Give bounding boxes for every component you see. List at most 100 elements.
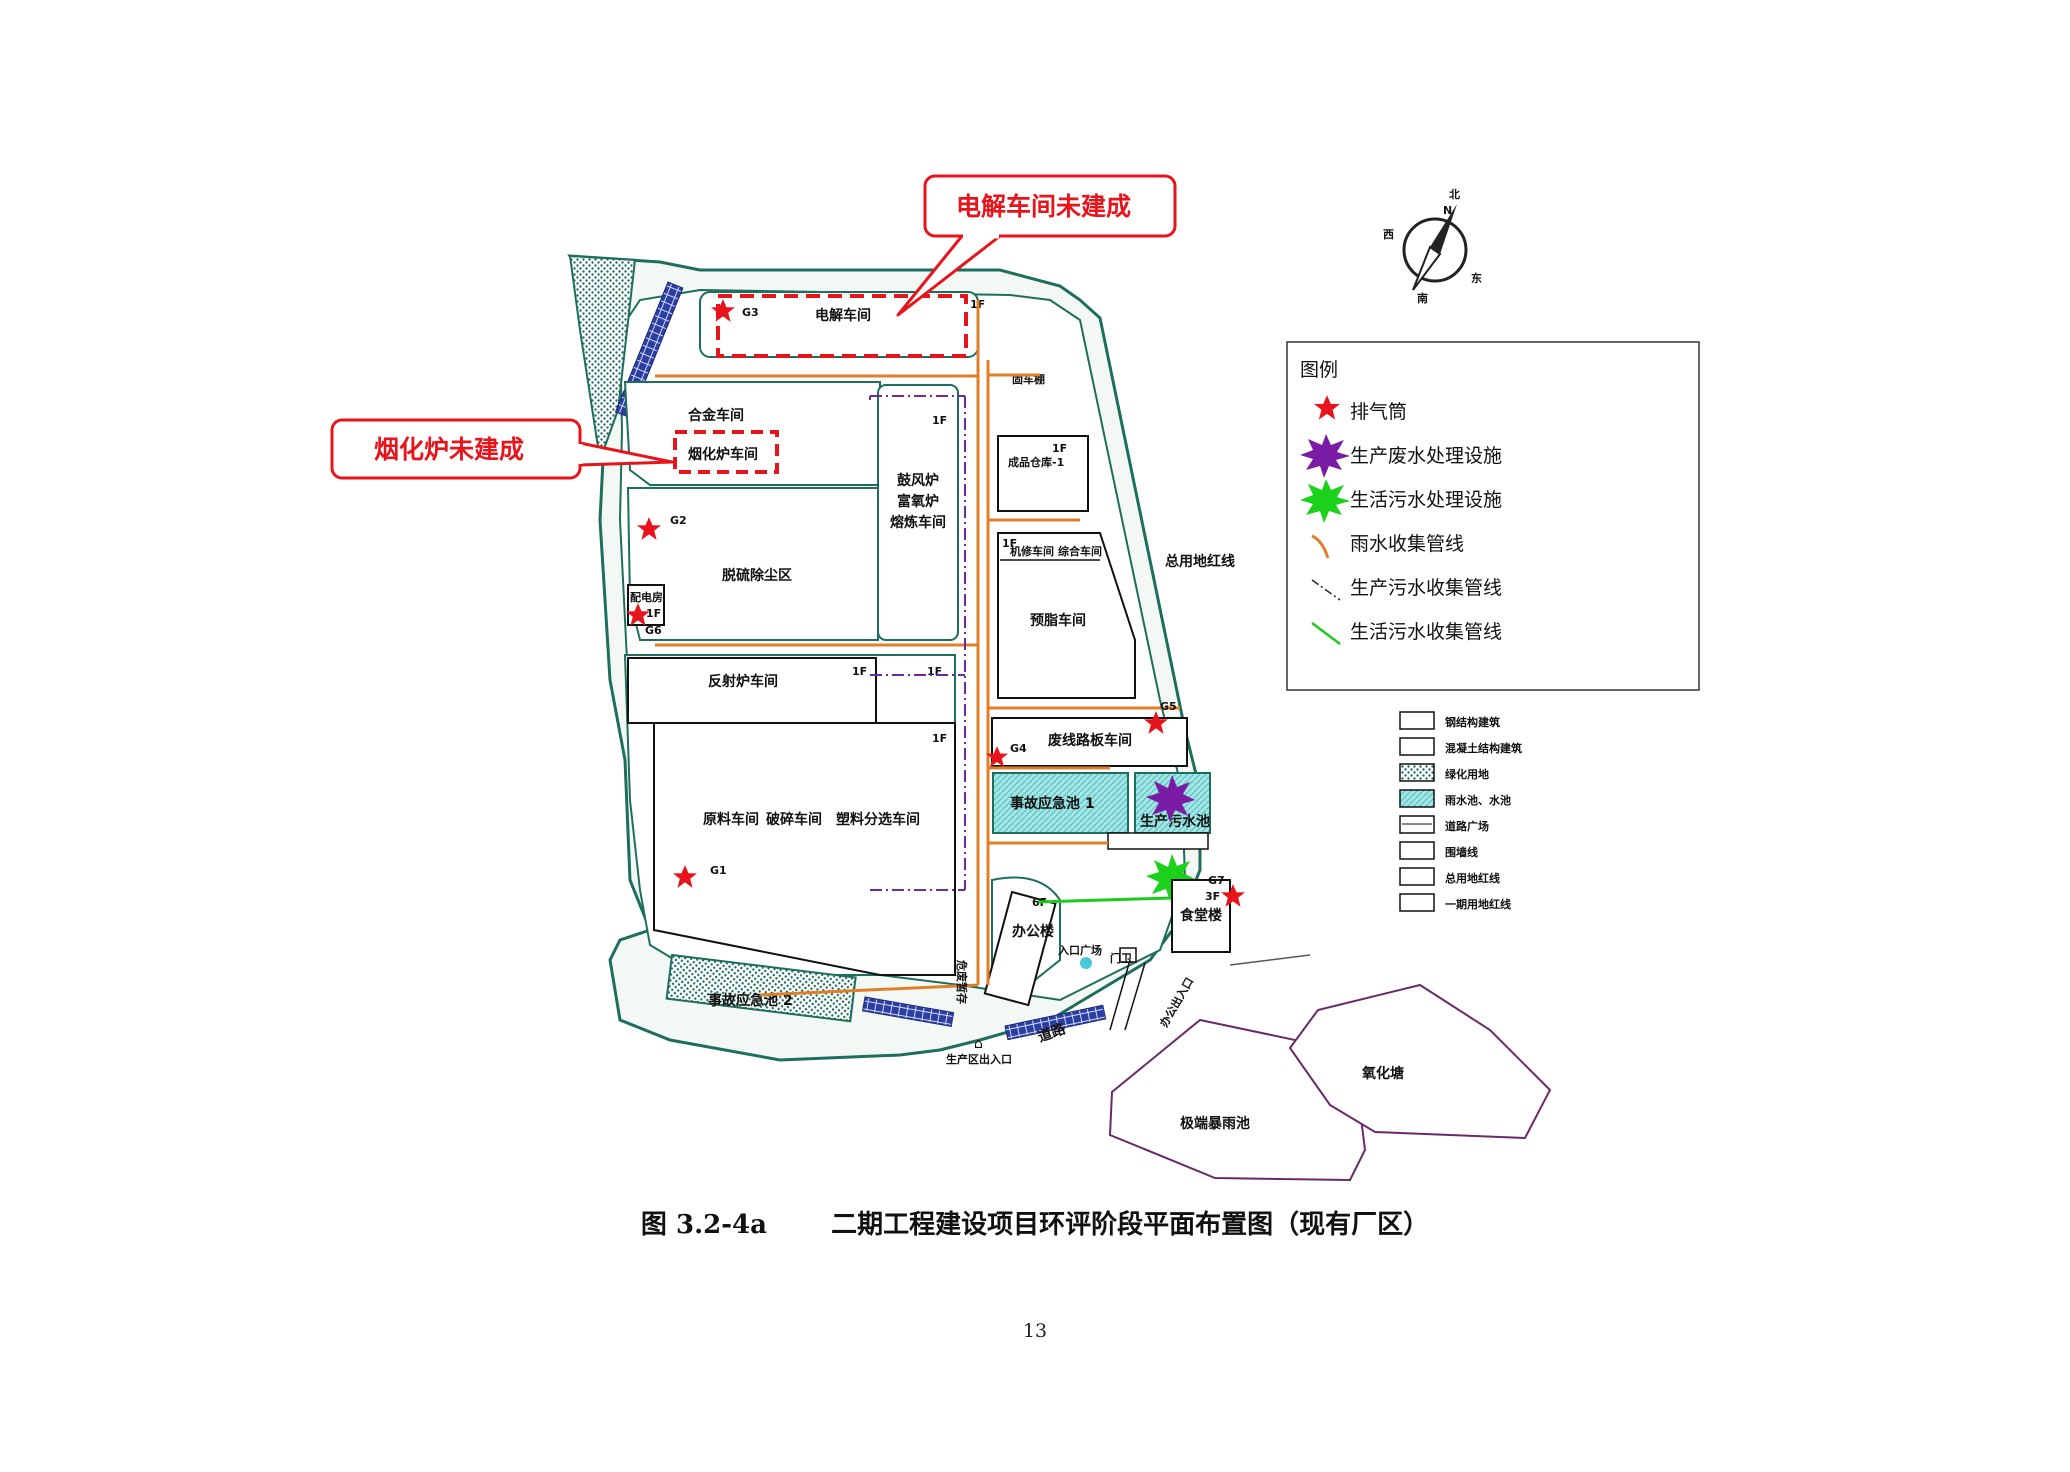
compass-south: 南 bbox=[1417, 291, 1428, 305]
fuming-label: 烟化炉车间 bbox=[688, 446, 758, 463]
key-label: 雨水池、水池 bbox=[1445, 793, 1511, 807]
compass-north: 北 bbox=[1449, 187, 1460, 201]
smelting-building bbox=[877, 384, 959, 641]
electrolysis-dashed-box bbox=[716, 294, 968, 358]
pretreat-building bbox=[997, 532, 1136, 699]
scrap-label: 废线路板车间 bbox=[1048, 732, 1132, 749]
stack-label: G1 bbox=[710, 864, 727, 877]
wastewater-facility-icon bbox=[1146, 775, 1195, 822]
legend: 图例 排气筒 生产废水处理设施 生活污水处理设施 雨水收集管线 生产污水收集管线… bbox=[1286, 341, 1700, 691]
dust-label: 脱硫除尘区 bbox=[722, 567, 792, 584]
callout-fuming: 烟化炉未建成 bbox=[330, 418, 674, 480]
legend-title: 图例 bbox=[1300, 359, 1338, 381]
solar-panel bbox=[1004, 1004, 1107, 1041]
blast-label-2: 富氧炉 bbox=[897, 493, 939, 510]
key-swatch bbox=[1399, 789, 1435, 808]
prod-entrance-marker: ⌂ bbox=[974, 1036, 983, 1052]
key-label: 绿化用地 bbox=[1445, 767, 1489, 781]
solar-panel bbox=[861, 996, 955, 1027]
emergency2-label: 事故应急池 2 bbox=[708, 992, 793, 1009]
floor-tag: 1F bbox=[932, 414, 947, 427]
raw-inner bbox=[653, 722, 956, 976]
green-strip bbox=[568, 254, 637, 461]
legend-item: 生产污水收集管线 bbox=[1350, 577, 1502, 599]
stack-label: G4 bbox=[1010, 742, 1027, 755]
pretreat-a-label: 机修车间 bbox=[1010, 544, 1054, 558]
emergency-pool-1 bbox=[992, 772, 1129, 834]
floor-tag: 1F bbox=[646, 607, 661, 620]
key-label: 道路广场 bbox=[1445, 819, 1489, 833]
floor-tag: 1F bbox=[1052, 442, 1067, 455]
callout-box bbox=[923, 174, 1177, 238]
oxidation-pond bbox=[1288, 983, 1552, 1140]
hazard-label: 危废暂存 bbox=[955, 959, 969, 1004]
key-swatch bbox=[1399, 893, 1435, 912]
raw-label: 原料车间 bbox=[703, 811, 759, 828]
key-swatch bbox=[1399, 763, 1435, 782]
figure-caption: 图 3.2-4a 二期工程建设项目环评阶段平面布置图（现有厂区） bbox=[0, 1204, 2070, 1241]
stack-label: G5 bbox=[1160, 700, 1177, 713]
key-label: 钢结构建筑 bbox=[1445, 715, 1500, 729]
key-swatch bbox=[1399, 737, 1435, 756]
floor-tag: 1F bbox=[852, 665, 867, 678]
plastic-label: 塑料分选车间 bbox=[836, 811, 920, 828]
access-road bbox=[1229, 954, 1311, 966]
reverb-label: 反射炉车间 bbox=[708, 673, 778, 690]
crush-label: 破碎车间 bbox=[766, 811, 822, 828]
legend-item: 生产废水处理设施 bbox=[1350, 445, 1502, 467]
emergency1-label: 事故应急池 1 bbox=[1010, 795, 1095, 812]
callout-text: 烟化炉未建成 bbox=[374, 435, 524, 464]
domestic-sewage-line bbox=[1037, 896, 1171, 904]
key-label: 总用地红线 bbox=[1445, 871, 1500, 885]
dust-zone bbox=[626, 487, 879, 641]
legend-box bbox=[1286, 341, 1700, 691]
page-number: 13 bbox=[1022, 1320, 1048, 1342]
stack-label: G7 bbox=[1208, 874, 1225, 887]
compass-n: N bbox=[1443, 204, 1452, 217]
blast-label-3: 熔炼车间 bbox=[890, 514, 946, 531]
legend-rain-icon bbox=[1311, 534, 1330, 559]
guard-house bbox=[1119, 947, 1137, 963]
building-key: 钢结构建筑 混凝土结构建筑 绿化用地 雨水池、水池 道路广场 围墙线 总用地红线… bbox=[1399, 711, 1522, 912]
redline-label: 总用地红线 bbox=[1165, 553, 1235, 570]
road-strip bbox=[1107, 832, 1209, 850]
caption-number: 图 3.2-4a bbox=[640, 1210, 767, 1240]
pretreat-label: 预脂车间 bbox=[1030, 612, 1086, 629]
sewage-label: 生产污水池 bbox=[1140, 813, 1210, 830]
floor-tag: 1F bbox=[1002, 537, 1017, 550]
electrolysis-building bbox=[699, 291, 979, 358]
stack-label: G3 bbox=[742, 306, 759, 319]
compass-needle-icon bbox=[1430, 204, 1457, 254]
canteen-building bbox=[1171, 879, 1231, 953]
entrance-road bbox=[1109, 959, 1146, 1031]
floor-tag: 1F bbox=[932, 732, 947, 745]
warehouse-label: 成品仓库-1 bbox=[1008, 455, 1064, 469]
canteen-label: 食堂楼 bbox=[1180, 907, 1222, 924]
prod-entrance-label: 生产区出入口 bbox=[946, 1052, 1012, 1066]
office-building bbox=[983, 890, 1057, 1007]
stack-label: G2 bbox=[670, 514, 687, 527]
power-label: 配电房 bbox=[630, 590, 663, 604]
floor-tag: 1F bbox=[927, 665, 942, 678]
compass-west: 西 bbox=[1383, 228, 1394, 241]
stack-label: G6 bbox=[645, 624, 662, 637]
legend-item: 生活污水收集管线 bbox=[1350, 621, 1502, 643]
emergency-pool-2 bbox=[665, 953, 857, 1023]
office-entrance-label: 办公出入口 bbox=[1157, 975, 1197, 1030]
key-label: 混凝土结构建筑 bbox=[1445, 741, 1522, 755]
key-swatch bbox=[1399, 711, 1435, 730]
blast-label-1: 鼓风炉 bbox=[897, 472, 939, 489]
legend-item: 雨水收集管线 bbox=[1350, 533, 1464, 555]
callout-electrolysis: 电解车间未建成 bbox=[896, 174, 1177, 317]
rain-pipelines bbox=[655, 300, 1180, 997]
legend-item: 排气筒 bbox=[1350, 401, 1407, 423]
pretreat-b-label: 综合车间 bbox=[1058, 544, 1102, 558]
guard-label: 门卫 bbox=[1110, 951, 1132, 965]
callout-text: 电解车间未建成 bbox=[956, 192, 1131, 221]
legend-domestic-icon bbox=[1300, 479, 1350, 523]
prod-sewage-pipelines bbox=[869, 395, 966, 891]
warehouse-building bbox=[997, 435, 1089, 512]
plaza-label: 入口广场 bbox=[1058, 943, 1102, 957]
key-label: 一期用地红线 bbox=[1445, 897, 1511, 911]
